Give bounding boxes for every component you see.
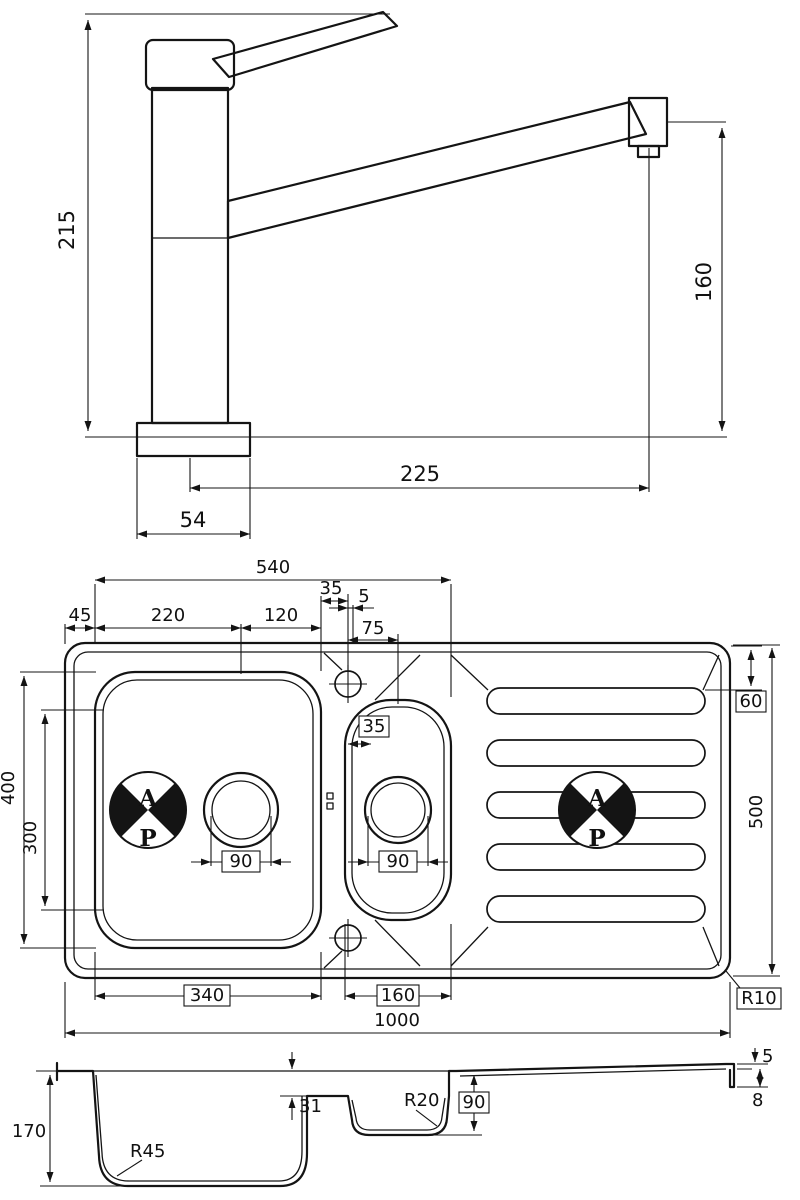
dim-35-top: 35 — [320, 578, 343, 599]
tap-side-view: 215 160 225 54 — [55, 10, 727, 539]
logo-letter-p: P — [588, 825, 605, 852]
tap-hole-top — [329, 665, 367, 703]
dim-31: 31 — [299, 1096, 322, 1117]
dim-500: 500 — [746, 795, 767, 829]
dim-r20: R20 — [404, 1090, 439, 1111]
main-bowl-waste — [202, 771, 280, 849]
tap-lever-handle — [211, 10, 399, 79]
dim-tap-height: 215 — [55, 210, 79, 250]
dim-170: 170 — [12, 1121, 46, 1142]
dim-5: 5 — [358, 586, 369, 607]
dim-tap-spout-height: 160 — [692, 262, 716, 302]
dim-75: 75 — [362, 618, 385, 639]
dim-300: 300 — [20, 821, 41, 855]
dim-540: 540 — [256, 557, 290, 578]
dim-tap-reach: 225 — [400, 462, 440, 486]
dim-tap-base-width: 54 — [180, 508, 207, 532]
tap-cartridge-cap — [144, 38, 236, 92]
tap-hole-bottom — [329, 919, 367, 957]
dim-90-half-waste: 90 — [387, 851, 410, 872]
dim-r45: R45 — [130, 1141, 165, 1162]
tap-base — [135, 421, 252, 458]
dim-90-main-waste: 90 — [230, 851, 253, 872]
dim-1000: 1000 — [374, 1010, 420, 1031]
brand-logo-drainer: A P — [558, 771, 636, 852]
half-bowl-waste — [363, 775, 433, 845]
section-profile — [55, 1062, 736, 1188]
tap-spout — [226, 100, 648, 240]
sink-plan-view: A P A P 540 35 5 45 220 120 — [0, 557, 782, 1038]
dim-45: 45 — [69, 605, 92, 626]
dim-60: 60 — [740, 691, 763, 712]
fitting-marks — [326, 792, 334, 800]
logo-letter-a: A — [587, 785, 607, 812]
tap-spout-head — [627, 96, 669, 148]
dim-220: 220 — [151, 605, 185, 626]
dim-160: 160 — [381, 985, 415, 1006]
dim-400: 400 — [0, 771, 19, 805]
dim-5-edge: 5 — [762, 1046, 773, 1067]
dim-90-section: 90 — [463, 1092, 486, 1113]
dim-8-edge: 8 — [752, 1090, 763, 1111]
dim-120: 120 — [264, 605, 298, 626]
brand-logo-bowl: A P — [109, 771, 187, 852]
dim-35-inner: 35 — [363, 716, 386, 737]
tap-body — [150, 86, 230, 425]
sink-section-view: 170 31 R20 R45 90 5 8 — [12, 1046, 773, 1188]
main-bowl — [93, 670, 323, 950]
fitting-marks — [326, 802, 334, 810]
dim-340: 340 — [190, 985, 224, 1006]
logo-letter-a: A — [138, 785, 158, 812]
logo-letter-p: P — [139, 825, 156, 852]
dim-r10: R10 — [741, 988, 776, 1009]
